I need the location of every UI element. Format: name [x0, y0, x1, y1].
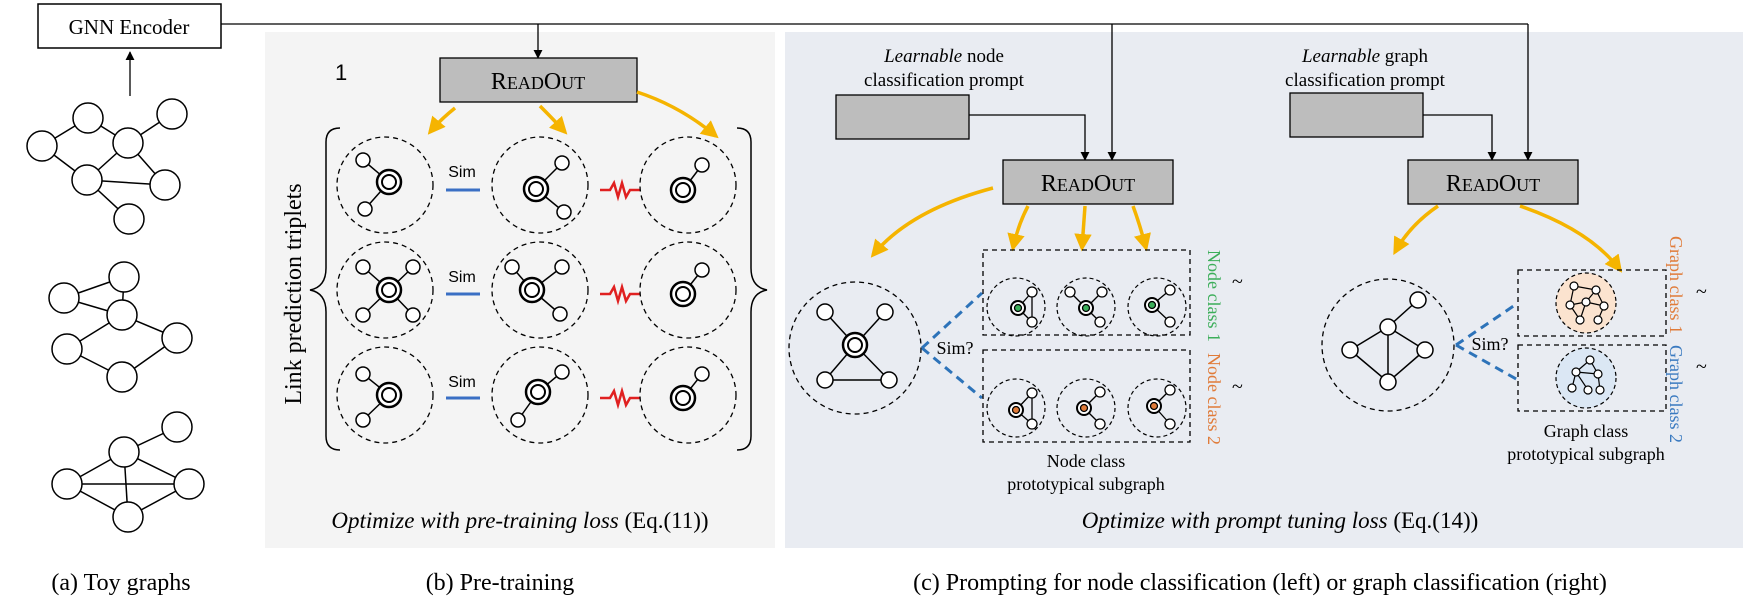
readout-box-graph: READOUT [1407, 159, 1579, 205]
graph-class-1-prototype [1555, 272, 1617, 334]
node-prompt-box [835, 94, 970, 140]
prompt-optimize-text: Optimize with prompt tuning loss (Eq.(14… [1082, 508, 1479, 533]
triplet-row-3: Sim [336, 346, 737, 444]
svg-text:READOUT: READOUT [491, 69, 585, 95]
graph-class-2-box [1517, 344, 1667, 412]
node-prompt-label-line2: classification prompt [864, 70, 1025, 91]
graph-sim-question: Sim? [1471, 334, 1508, 354]
graph-prompt-box [1289, 92, 1424, 138]
node-yellow-arrows [870, 186, 1151, 258]
pretrain-optimize-text: Optimize with pre-training loss (Eq.(11)… [331, 508, 708, 533]
graph-prompt-label-line2: classification prompt [1285, 70, 1446, 91]
gnn-encoder: GNN Encoder [37, 3, 222, 49]
node-class-2-box [982, 349, 1191, 443]
graph-class-1-box [1517, 269, 1667, 337]
node-class-1-box [982, 249, 1191, 336]
node-proto-label-1: Node class [1047, 451, 1125, 471]
graph-prompt-label: Learnable graph [1301, 46, 1429, 67]
readout-box-node: READOUT [1002, 159, 1174, 205]
triplet-row-1: Sim [336, 136, 737, 234]
graph-class-2-prototype [1555, 347, 1617, 409]
node-class-2-label: Node class 2 [1204, 353, 1224, 445]
triplet-row-2: Sim [336, 241, 737, 339]
pretrain-yellow-arrows [427, 90, 719, 139]
svg-text:READOUT: READOUT [1446, 171, 1540, 197]
node-class-2-tilde: ~ [1232, 376, 1243, 398]
graph-yellow-arrows [1393, 204, 1623, 273]
caption-b: (b) Pre-training [426, 570, 575, 596]
svg-text:Sim: Sim [448, 374, 476, 391]
node-proto-label-2: prototypical subgraph [1007, 474, 1164, 494]
node-class-1-tilde: ~ [1232, 271, 1243, 293]
node-class-1-prototypes [986, 277, 1187, 337]
node-sim-question: Sim? [936, 338, 973, 358]
node-prompt-label: Learnable node [883, 46, 1004, 67]
link-prediction-label: Link prediction triplets [281, 183, 307, 404]
readout-box-pretrain: READOUT [439, 57, 638, 103]
step-number: 1 [335, 60, 347, 85]
graph-proto-label-2: prototypical subgraph [1507, 444, 1664, 464]
encoder-connectors [221, 23, 1533, 161]
toy-graph-1 [26, 98, 188, 235]
graph-class-1-label: Graph class 1 [1666, 236, 1686, 334]
graph-class-2-tilde: ~ [1696, 356, 1707, 378]
target-graph-subgraph [1321, 278, 1455, 412]
svg-text:Sim: Sim [448, 164, 476, 181]
graph-class-2-label: Graph class 2 [1666, 345, 1686, 443]
triplet-braces [309, 127, 768, 451]
graph-proto-label-1: Graph class [1544, 421, 1628, 441]
node-class-2-prototypes [986, 378, 1187, 438]
toy-graph-3 [51, 411, 205, 533]
graph-sim-lines [1455, 301, 1519, 382]
caption-c: (c) Prompting for node classification (l… [913, 570, 1607, 596]
target-node-subgraph [788, 281, 922, 415]
toy-graph-2 [48, 261, 193, 393]
gnn-encoder-label: GNN Encoder [69, 15, 190, 39]
node-sim-lines [920, 291, 984, 400]
graph-class-1-tilde: ~ [1696, 281, 1707, 303]
caption-a: (a) Toy graphs [51, 570, 190, 596]
svg-text:READOUT: READOUT [1041, 171, 1135, 197]
svg-text:Sim: Sim [448, 269, 476, 286]
node-class-1-label: Node class 1 [1204, 250, 1224, 342]
